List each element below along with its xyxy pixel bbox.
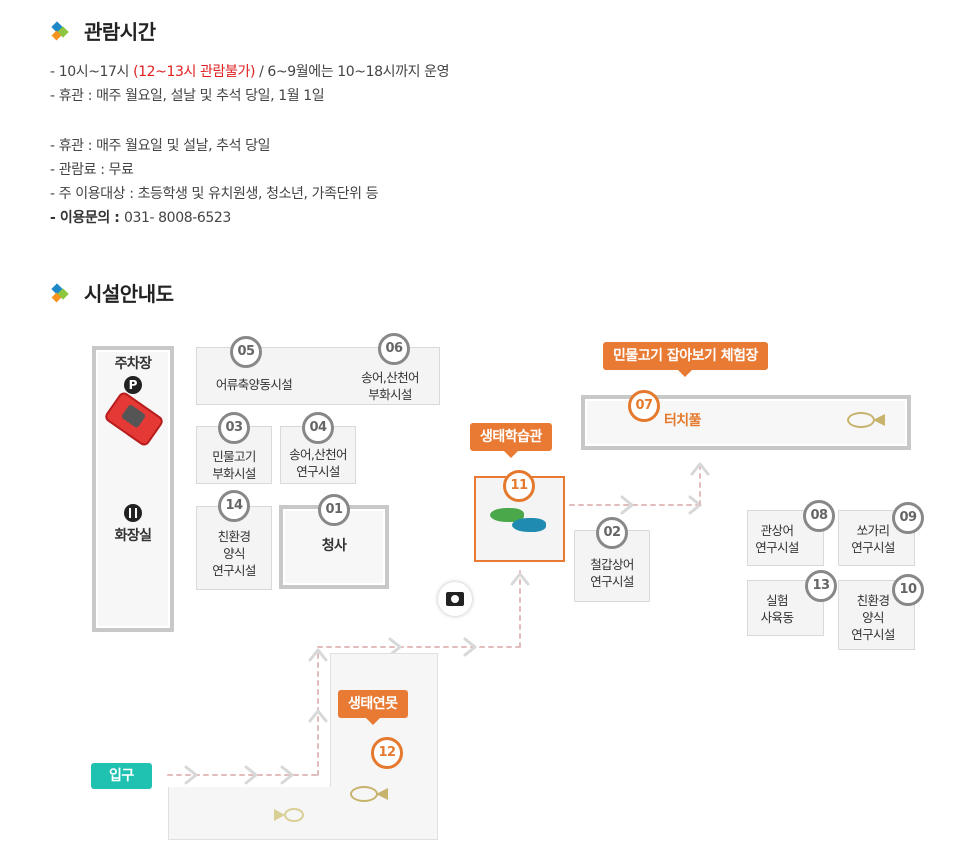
facility-number-07: 07 [628, 390, 660, 422]
hours-line-3: - 휴관 : 매주 월요일 및 설날, 추석 당일 [50, 138, 271, 154]
fish-icon [512, 518, 546, 532]
facilities-section-title: 시설안내도 [51, 278, 174, 307]
fish-icon [847, 412, 887, 430]
parking-icon: P [124, 376, 142, 394]
facility-number-10: 10 [892, 574, 924, 606]
facility-number-05: 05 [230, 336, 262, 368]
facility-number-06: 06 [378, 333, 410, 365]
tag-fish-catching-experience: 민물고기 잡아보기 체험장 [603, 342, 768, 377]
hours-info: - 10시~17시 (12~13시 관람불가) / 6~9월에는 10~18시까… [50, 60, 449, 230]
fish-icon [490, 508, 524, 522]
hours-section-title: 관람시간 [51, 16, 156, 45]
fish-icon [274, 808, 304, 822]
tag-ecology-center: 생태학습관 [470, 423, 552, 458]
hours-line-6: - 이용문의 : 031- 8008-6523 [50, 210, 231, 226]
closed-time-note: (12~13시 관람불가) [133, 64, 256, 80]
hours-line-2: - 휴관 : 매주 월요일, 설날 및 추석 당일, 1월 1일 [50, 88, 325, 104]
facility-01-label: 청사 [321, 538, 347, 554]
parking-label: 주차장 [114, 356, 152, 372]
fish-icon [350, 786, 390, 804]
facility-number-12: 12 [371, 737, 403, 769]
facility-number-01: 01 [318, 494, 350, 526]
hours-line-5: - 주 이용대상 : 초등학생 및 유치원생, 청소년, 가족단위 등 [50, 186, 379, 202]
entrance-label: 입구 [91, 763, 152, 789]
facility-number-09: 09 [892, 502, 924, 534]
facility-number-02: 02 [596, 517, 628, 549]
restroom-label: 화장실 [114, 528, 152, 544]
contact-phone: 031- 8008-6523 [123, 210, 231, 226]
hours-line-4: - 관람료 : 무료 [50, 162, 134, 178]
facility-number-03: 03 [218, 412, 250, 444]
facility-number-14: 14 [218, 490, 250, 522]
facilities-title: 시설안내도 [84, 282, 174, 306]
camera-icon [438, 582, 472, 616]
facility-07-label: 터치풀 [664, 413, 701, 429]
hours-line-1: - 10시~17시 (12~13시 관람불가) / 6~9월에는 10~18시까… [50, 64, 450, 80]
facility-number-04: 04 [302, 412, 334, 444]
hours-title: 관람시간 [84, 20, 156, 44]
facility-number-13: 13 [805, 570, 837, 602]
facility-number-11: 11 [503, 470, 535, 502]
tag-ecology-pond: 생태연못 [338, 690, 408, 725]
restroom-icon [124, 504, 142, 522]
facility-05-label: 어류축양동시설 [215, 377, 293, 392]
facility-number-08: 08 [803, 500, 835, 532]
